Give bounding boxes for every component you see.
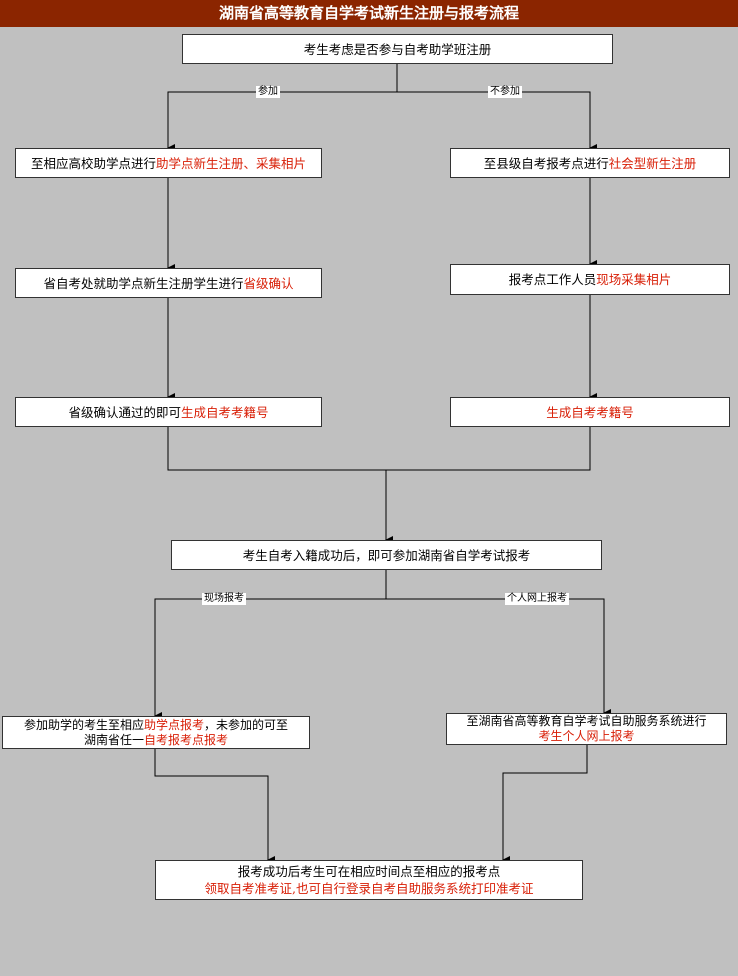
left-step3-text: 省级确认通过的即可 bbox=[68, 404, 181, 420]
right-step2-text: 报考点工作人员 bbox=[508, 272, 597, 287]
onsite-part3: 湖南省任一 bbox=[83, 732, 144, 747]
connector-online bbox=[386, 598, 611, 717]
edge-label-onsite: 现场报考 bbox=[202, 593, 246, 605]
edge-label-not-join: 不参加 bbox=[488, 86, 522, 98]
start-text: 考生考虑是否参与自考助学班注册 bbox=[303, 41, 492, 57]
connector-start-right bbox=[397, 91, 597, 152]
connector-online-final bbox=[502, 745, 588, 864]
right-step3-highlight: 生成自考考籍号 bbox=[546, 404, 634, 420]
merge-box: 考生自考入籍成功后，即可参加湖南省自学考试报考 bbox=[171, 540, 602, 570]
edge-label-online: 个人网上报考 bbox=[505, 593, 569, 605]
onsite-highlight1: 助学点报考 bbox=[143, 717, 204, 732]
right-step1-highlight: 社会型新生注册 bbox=[608, 155, 697, 171]
connector-merge bbox=[167, 427, 591, 471]
page-title: 湖南省高等教育自学考试新生注册与报考流程 bbox=[0, 0, 738, 27]
right-step1-text: 至县级自考报考点进行 bbox=[483, 155, 609, 171]
online-highlight: 考生个人网上报考 bbox=[538, 729, 635, 743]
onsite-part1: 参加助学的考生至相应 bbox=[23, 717, 144, 732]
connector-onsite bbox=[154, 570, 387, 720]
left-step2-box: 省自考处就助学点新生注册学生进行省级确认 bbox=[15, 268, 322, 298]
online-box: 至湖南省高等教育自学考试自助服务系统进行 考生个人网上报考 bbox=[446, 713, 727, 745]
right-step2-highlight: 现场采集相片 bbox=[596, 272, 672, 287]
final-line1: 报考成功后考生可在相应时间点至相应的报考点 bbox=[237, 864, 501, 879]
left-step3-box: 省级确认通过的即可生成自考考籍号 bbox=[15, 397, 322, 427]
onsite-box: 参加助学的考生至相应助学点报考，未参加的可至 湖南省任一自考报考点报考 bbox=[2, 716, 310, 749]
start-box: 考生考虑是否参与自考助学班注册 bbox=[182, 34, 613, 64]
left-step1-highlight: 助学点新生注册、采集相片 bbox=[156, 155, 307, 171]
online-line1: 至湖南省高等教育自学考试自助服务系统进行 bbox=[466, 714, 707, 728]
right-step1-box: 至县级自考报考点进行社会型新生注册 bbox=[450, 148, 730, 178]
final-highlight: 领取自考准考证,也可自行登录自考自助服务系统打印准考证 bbox=[204, 881, 534, 896]
right-step2-box: 报考点工作人员现场采集相片 bbox=[450, 264, 730, 295]
connector-onsite-final bbox=[154, 749, 275, 864]
onsite-highlight2: 自考报考点报考 bbox=[143, 732, 228, 747]
left-step3-highlight: 生成自考考籍号 bbox=[181, 404, 269, 420]
final-box: 报考成功后考生可在相应时间点至相应的报考点 领取自考准考证,也可自行登录自考自助… bbox=[155, 860, 583, 900]
left-step2-text: 省自考处就助学点新生注册学生进行 bbox=[43, 275, 244, 291]
onsite-part2: ，未参加的可至 bbox=[204, 717, 289, 732]
right-step3-box: 生成自考考籍号 bbox=[450, 397, 730, 427]
left-step2-highlight: 省级确认 bbox=[243, 275, 294, 291]
merge-text: 考生自考入籍成功后，即可参加湖南省自学考试报考 bbox=[242, 547, 531, 563]
left-step1-box: 至相应高校助学点进行助学点新生注册、采集相片 bbox=[15, 148, 322, 178]
left-step1-text: 至相应高校助学点进行 bbox=[30, 155, 156, 171]
edge-label-join: 参加 bbox=[256, 86, 280, 98]
connector-start-split bbox=[167, 64, 398, 152]
